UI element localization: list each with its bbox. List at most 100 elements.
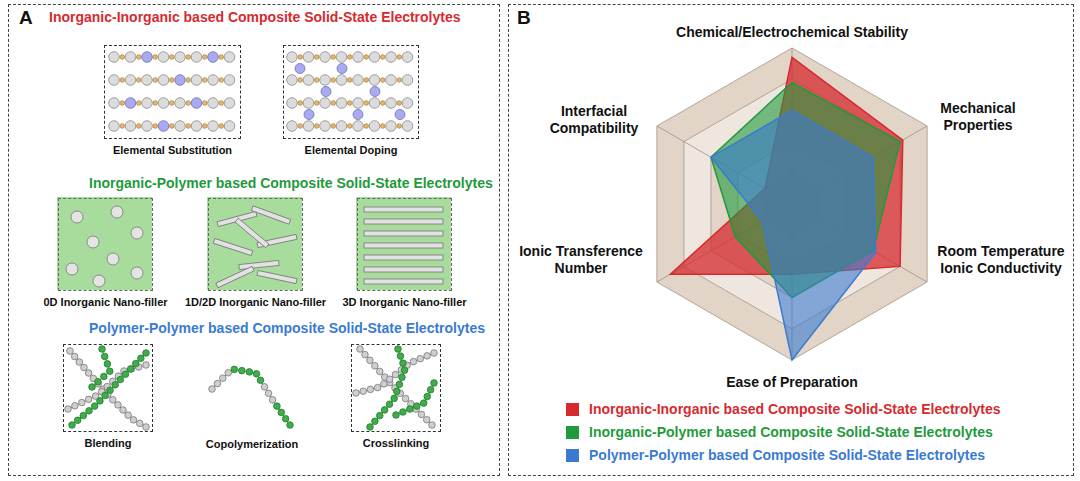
illustration-box: Elemental Substitution	[104, 45, 241, 139]
nano-particle	[107, 253, 119, 265]
framework-bar	[364, 207, 443, 212]
monomer-unit	[372, 363, 379, 370]
host-atom	[386, 52, 397, 63]
small-ion	[397, 78, 402, 83]
host-atom	[158, 52, 169, 63]
nano-particles	[66, 206, 143, 287]
monomer-unit	[400, 360, 407, 367]
monomer-unit	[99, 346, 106, 353]
monomer-unit	[414, 403, 421, 410]
monomer-unit	[399, 374, 406, 381]
nano-particle	[71, 211, 83, 223]
monomer-unit	[136, 420, 143, 427]
host-atom	[369, 98, 380, 109]
monomer-unit	[360, 388, 367, 395]
monomer-unit	[72, 402, 79, 409]
host-atom	[109, 52, 120, 63]
monomer-unit	[376, 412, 383, 419]
composite-matrix	[57, 197, 152, 290]
monomer-unit	[101, 373, 108, 380]
box-caption: Elemental Substitution	[113, 144, 232, 157]
host-atom	[353, 52, 364, 63]
polymer-chain	[69, 350, 150, 429]
nano-particle	[131, 227, 143, 239]
radar-series	[711, 110, 876, 360]
small-ion	[202, 124, 207, 129]
monomer-unit	[91, 403, 98, 410]
legend-entry: Inorganic-Polymer based Composite Solid-…	[566, 424, 993, 440]
panel-frame: AInorganic-Inorganic based Composite Sol…	[8, 4, 500, 476]
legend-entry: Inorganic-Inorganic based Composite Soli…	[566, 401, 1001, 417]
monomer-unit	[101, 353, 108, 360]
nano-framework	[364, 207, 443, 284]
monomer-unit	[381, 381, 388, 388]
monomer-unit	[407, 406, 414, 413]
polymer-chain	[367, 346, 408, 431]
host-atom	[125, 52, 136, 63]
monomer-unit	[392, 371, 399, 378]
small-ion	[153, 55, 158, 60]
small-ion	[364, 55, 369, 60]
chain-backbone	[396, 383, 434, 415]
substituted-atom	[191, 98, 202, 109]
dopant-atom	[370, 87, 380, 97]
host-atom	[402, 121, 413, 132]
small-ion	[331, 78, 336, 83]
monomer-unit	[410, 358, 417, 365]
monomer-unit	[376, 368, 383, 375]
legend-text: Inorganic-Polymer based Composite Solid-…	[589, 424, 993, 440]
host-atom	[224, 121, 235, 132]
box-caption: Copolymerization	[206, 438, 298, 451]
nano-particle	[131, 267, 143, 279]
small-ion	[136, 124, 141, 129]
small-ion	[314, 101, 319, 106]
monomer-unit	[431, 380, 438, 387]
monomer-unit	[257, 377, 264, 384]
polymer-chain	[209, 366, 294, 428]
small-ion	[186, 78, 191, 83]
crystal-lattice	[287, 52, 413, 132]
host-atom	[208, 98, 219, 109]
monomer-unit	[125, 412, 132, 419]
host-atom	[402, 52, 413, 63]
host-atom	[336, 121, 347, 132]
box-caption: 0D Inorganic Nano-filler	[43, 296, 167, 309]
monomer-unit	[127, 366, 134, 373]
small-ion	[120, 78, 125, 83]
illustrations	[57, 52, 451, 431]
host-atom	[320, 121, 331, 132]
dopant-atom	[395, 110, 405, 120]
chain-backbone	[212, 369, 290, 425]
framework-bar	[364, 219, 443, 224]
dopant-atom	[353, 110, 363, 120]
monomer-unit	[132, 360, 139, 367]
axis-label: Ease of Preparation	[642, 374, 942, 391]
host-atom	[224, 52, 235, 63]
monomer-unit	[395, 346, 402, 353]
small-ion	[364, 101, 369, 106]
host-atom	[336, 98, 347, 109]
small-ion	[397, 124, 402, 129]
monomer-unit	[357, 346, 364, 353]
nano-particle	[93, 275, 105, 287]
axis-label: Chemical/Electrochemical Stability	[592, 24, 992, 41]
monomer-unit	[386, 401, 393, 408]
small-ion	[331, 55, 336, 60]
monomer-unit	[67, 348, 74, 355]
nano-particle	[111, 206, 123, 218]
monomer-unit	[367, 357, 374, 364]
small-ion	[314, 124, 319, 129]
legend-entry: Polymer-Polymer based Composite Solid-St…	[566, 447, 985, 463]
monomer-unit	[85, 370, 92, 377]
small-ion	[219, 124, 224, 129]
nano-rods	[213, 206, 297, 288]
small-ion	[347, 55, 352, 60]
monomer-unit	[80, 412, 87, 419]
monomer-unit	[367, 386, 374, 393]
nano-rod	[216, 266, 254, 287]
monomer-unit	[353, 390, 360, 397]
framework-bar	[364, 255, 443, 260]
host-atom	[303, 75, 314, 86]
monomer-unit	[130, 417, 137, 424]
host-atom	[208, 121, 219, 132]
